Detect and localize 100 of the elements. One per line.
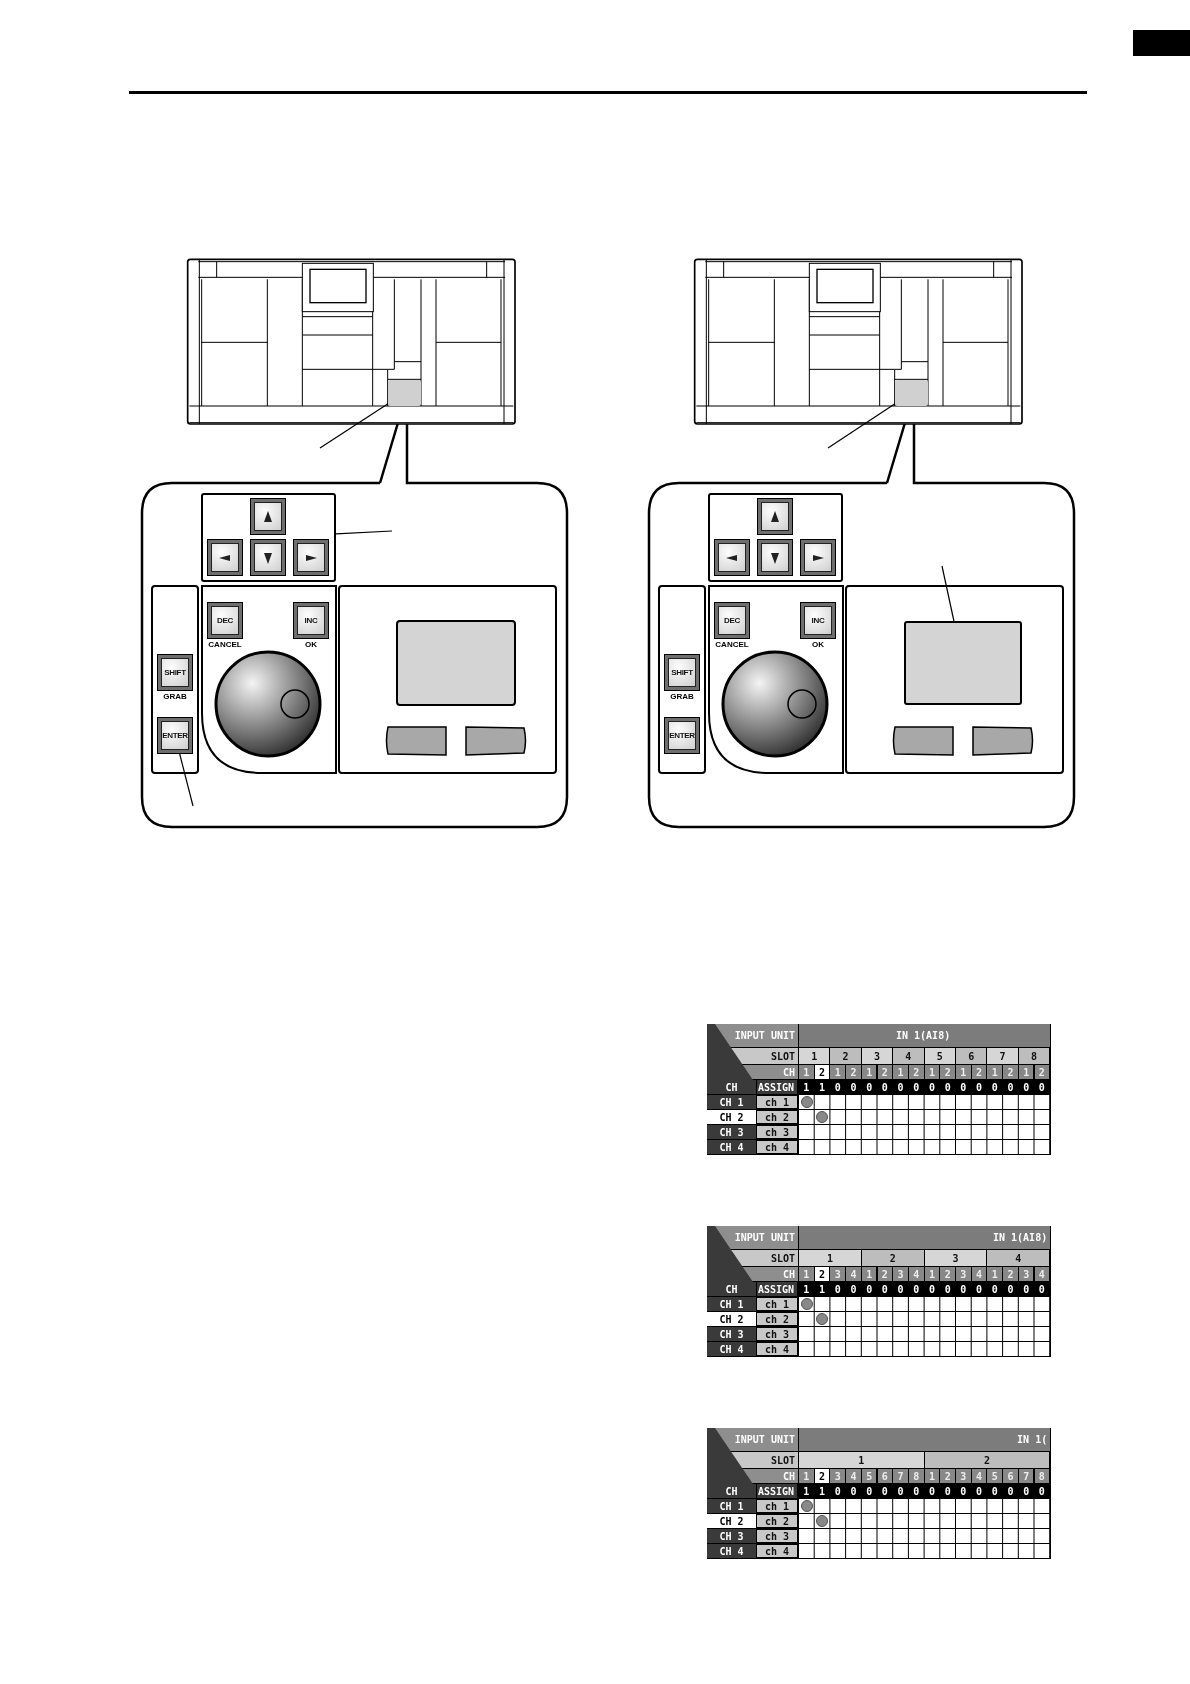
channel-name: ch 4: [757, 1141, 797, 1153]
channel-number: 1: [1018, 1065, 1034, 1079]
slot-number: 8: [1018, 1048, 1050, 1064]
key-caption: GRAB: [669, 692, 695, 701]
channel-number: 6: [877, 1469, 893, 1483]
key-caption: CANCEL: [714, 640, 750, 649]
row-header: CH 3: [707, 1125, 756, 1139]
selected-channel-number: 2: [814, 1065, 830, 1079]
highlighted-section: [895, 380, 928, 406]
row-header: CH 3: [707, 1529, 756, 1543]
channel-name: ch 3: [757, 1126, 797, 1138]
shift-key: SHIFT: [157, 654, 193, 691]
channel-number: 4: [971, 1469, 987, 1483]
channel-name: ch 4: [757, 1545, 797, 1557]
channel-number: 3: [830, 1267, 846, 1281]
row-header: CH 1: [707, 1499, 756, 1513]
channel-number: 1: [893, 1065, 908, 1079]
slot-number: 2: [861, 1250, 924, 1266]
channel-number: 1: [799, 1469, 814, 1483]
channel-name: ch 1: [757, 1500, 797, 1512]
channel-name: ch 1: [757, 1096, 797, 1108]
channel-number: 1: [924, 1267, 940, 1281]
channel-number: 2: [971, 1065, 987, 1079]
channel-number: 4: [1034, 1267, 1050, 1281]
slot-number: 3: [924, 1250, 987, 1266]
key-caption: OK: [304, 640, 318, 649]
channel-number: 1: [987, 1065, 1003, 1079]
channel-number: 2: [1003, 1065, 1018, 1079]
channel-number: 5: [861, 1469, 877, 1483]
channel-number: 1: [830, 1065, 846, 1079]
dec-key: DEC: [207, 602, 243, 639]
channel-number: 1: [861, 1065, 877, 1079]
column-header: ASSIGN: [757, 1282, 797, 1296]
slot-number: 1: [799, 1250, 861, 1266]
row-header: CH: [707, 1484, 756, 1498]
slot-number: 4: [893, 1048, 924, 1064]
touch-pad: [904, 621, 1022, 705]
enter-key: ENTER: [664, 717, 700, 754]
slot-number: 1: [799, 1048, 830, 1064]
channel-name: ch 1: [757, 1298, 797, 1310]
column-header: IN 1(AI8): [799, 1226, 1051, 1249]
channel-name: ch 2: [757, 1313, 797, 1325]
channel-number: 3: [956, 1469, 971, 1483]
channel-number: 3: [1018, 1267, 1034, 1281]
channel-number: 3: [956, 1267, 971, 1281]
channel-number: 1: [924, 1469, 940, 1483]
row-header: CH 1: [707, 1297, 756, 1311]
channel-number: 8: [1034, 1469, 1050, 1483]
channel-name: ch 3: [757, 1530, 797, 1542]
row-header: CH 3: [707, 1327, 756, 1341]
channel-number: 2: [908, 1065, 924, 1079]
column-header: IN 1(: [799, 1428, 1051, 1451]
channel-number: 2: [877, 1267, 893, 1281]
column-header: ASSIGN: [757, 1080, 797, 1094]
slot-number: 2: [924, 1452, 1050, 1468]
channel-number: 4: [908, 1267, 924, 1281]
inc-key: INC: [800, 602, 836, 639]
channel-number: 1: [924, 1065, 940, 1079]
row-header: CH 4: [707, 1544, 756, 1558]
row-header: CH 4: [707, 1342, 756, 1356]
selected-channel-number: 2: [814, 1267, 830, 1281]
key-caption: CANCEL: [207, 640, 243, 649]
leader-line: [335, 530, 393, 535]
slot-number: 5: [924, 1048, 955, 1064]
enter-key: ENTER: [157, 717, 193, 754]
dec-key: DEC: [714, 602, 750, 639]
inc-key: INC: [293, 602, 329, 639]
channel-number: 2: [1034, 1065, 1050, 1079]
channel-number: 3: [893, 1267, 908, 1281]
channel-number: 2: [877, 1065, 893, 1079]
channel-number: 6: [1003, 1469, 1018, 1483]
selected-channel-number: 2: [814, 1469, 830, 1483]
channel-number: 2: [846, 1065, 861, 1079]
arrow-key-panel: [201, 493, 336, 582]
leader-line: [319, 403, 389, 449]
channel-number: 7: [893, 1469, 908, 1483]
channel-number: 1: [987, 1267, 1003, 1281]
channel-number: 2: [940, 1065, 955, 1079]
channel-number: 1: [799, 1267, 814, 1281]
channel-name: ch 2: [757, 1515, 797, 1527]
channel-number: 4: [971, 1267, 987, 1281]
slot-number: 1: [799, 1452, 924, 1468]
column-header: IN 1(AI8): [799, 1024, 1051, 1047]
row-header: CH 1: [707, 1095, 756, 1109]
column-header: ASSIGN: [757, 1484, 797, 1498]
channel-name: ch 2: [757, 1111, 797, 1123]
channel-name: ch 4: [757, 1343, 797, 1355]
row-header: CH 2: [707, 1312, 756, 1326]
channel-number: 1: [956, 1065, 971, 1079]
slot-number: 4: [987, 1250, 1050, 1266]
slot-number: 7: [987, 1048, 1018, 1064]
key-caption: GRAB: [162, 692, 188, 701]
row-header: CH 2: [707, 1514, 756, 1528]
slot-number: 6: [956, 1048, 987, 1064]
channel-number: 2: [940, 1469, 955, 1483]
channel-name: ch 3: [757, 1328, 797, 1340]
channel-number: 4: [846, 1469, 861, 1483]
channel-number: 7: [1018, 1469, 1034, 1483]
channel-number: 4: [846, 1267, 861, 1281]
channel-number: 5: [987, 1469, 1003, 1483]
